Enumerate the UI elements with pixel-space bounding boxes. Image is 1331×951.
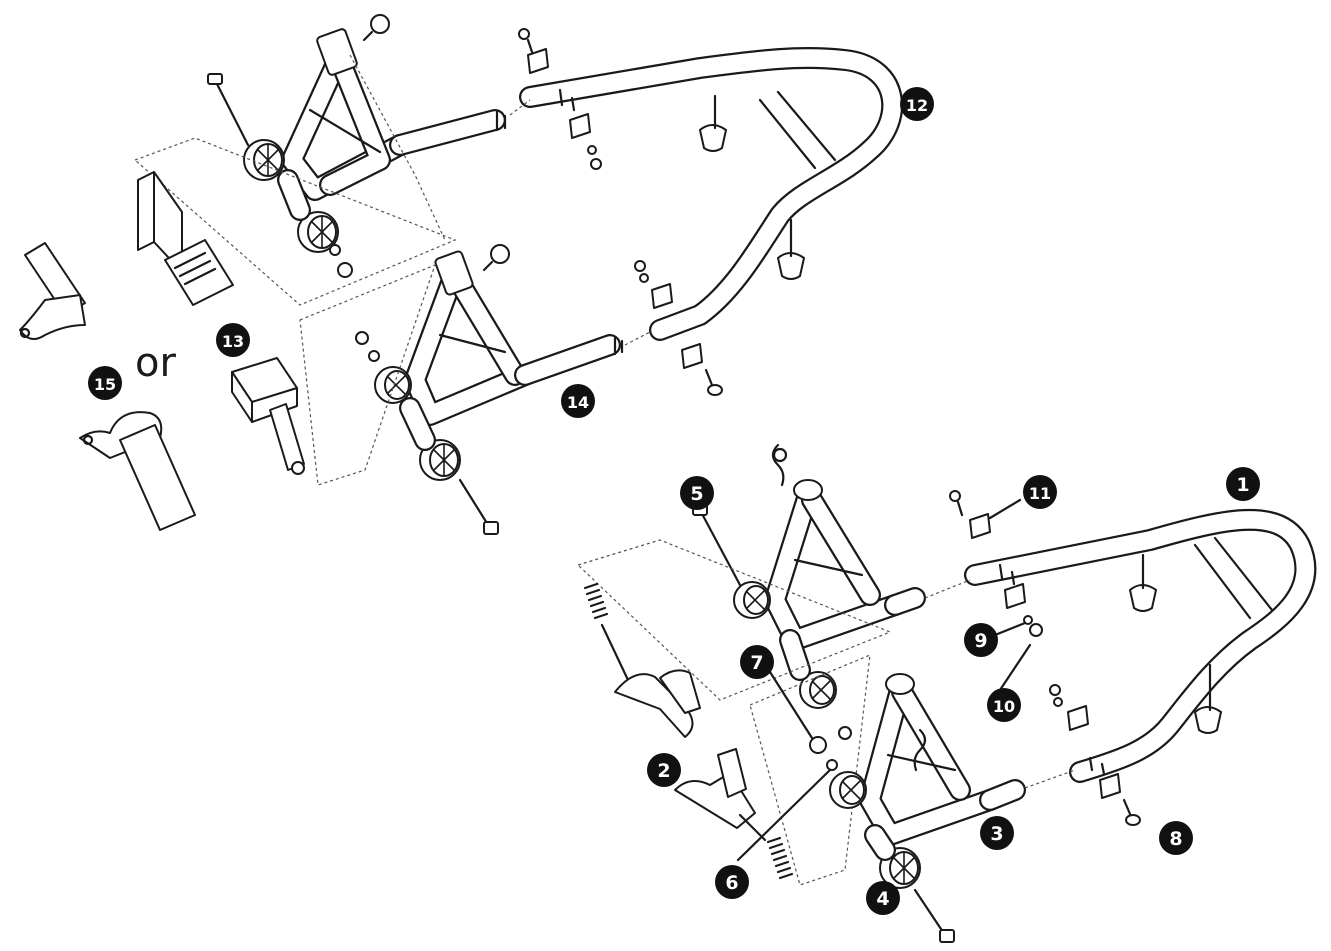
bottom-upper-arm bbox=[764, 443, 971, 651]
svg-text:4: 4 bbox=[876, 888, 889, 910]
pin-adapter-13 bbox=[231, 357, 305, 475]
svg-text:2: 2 bbox=[657, 760, 670, 782]
svg-text:7: 7 bbox=[750, 652, 763, 674]
callout-7: 7 bbox=[740, 645, 774, 679]
callout-12: 12 bbox=[900, 87, 934, 121]
callout-6: 6 bbox=[715, 865, 749, 899]
callout-1: 1 bbox=[1226, 467, 1260, 501]
spring-pin-upper bbox=[583, 582, 701, 738]
svg-text:13: 13 bbox=[222, 332, 244, 351]
svg-text:15: 15 bbox=[94, 375, 116, 394]
svg-text:9: 9 bbox=[974, 630, 987, 652]
callout-11: 11 bbox=[1023, 475, 1057, 509]
callout-9: 9 bbox=[964, 623, 998, 657]
svg-text:14: 14 bbox=[567, 393, 589, 412]
bottom-wheel-7 bbox=[779, 629, 837, 709]
bottom-main-frame bbox=[964, 508, 1317, 783]
svg-text:10: 10 bbox=[993, 697, 1015, 716]
top-main-frame bbox=[519, 47, 904, 341]
top-wheel-upper bbox=[243, 139, 285, 181]
callout-15: 15 bbox=[88, 366, 122, 400]
spring-pin-lower bbox=[674, 748, 794, 880]
leader-lines bbox=[736, 498, 1032, 862]
top-lower-arm bbox=[404, 244, 651, 426]
bottom-stand-assembly bbox=[576, 443, 1317, 943]
bottom-wheel-4 bbox=[864, 824, 921, 889]
top-upper-arm bbox=[281, 14, 507, 201]
callout-4: 4 bbox=[866, 881, 900, 915]
bottom-wheel-6 bbox=[829, 771, 867, 809]
svg-text:8: 8 bbox=[1169, 828, 1182, 850]
callout-2: 2 bbox=[647, 753, 681, 787]
callout-3: 3 bbox=[980, 816, 1014, 850]
bottom-lower-arm bbox=[859, 673, 1076, 846]
callout-8: 8 bbox=[1159, 821, 1193, 855]
svg-text:3: 3 bbox=[990, 823, 1003, 845]
top-pin-adapter bbox=[137, 171, 234, 306]
bottom-wheel-5 bbox=[733, 581, 771, 619]
svg-text:5: 5 bbox=[690, 483, 703, 505]
adapter-hook-lower bbox=[79, 411, 196, 531]
svg-text:6: 6 bbox=[725, 872, 738, 894]
top-wheel-3 bbox=[374, 366, 412, 404]
adapter-hook-upper bbox=[19, 242, 86, 340]
callout-14: 14 bbox=[561, 384, 595, 418]
callout-13: 13 bbox=[216, 323, 250, 357]
svg-text:12: 12 bbox=[906, 96, 928, 115]
top-stand-assembly bbox=[133, 14, 904, 535]
or-label: or bbox=[135, 340, 176, 386]
top-wheel-4 bbox=[399, 397, 461, 481]
svg-text:1: 1 bbox=[1236, 474, 1249, 496]
top-wheel-lower bbox=[277, 169, 339, 253]
svg-text:11: 11 bbox=[1029, 484, 1051, 503]
callout-5: 5 bbox=[680, 476, 714, 510]
callout-10: 10 bbox=[987, 688, 1021, 722]
